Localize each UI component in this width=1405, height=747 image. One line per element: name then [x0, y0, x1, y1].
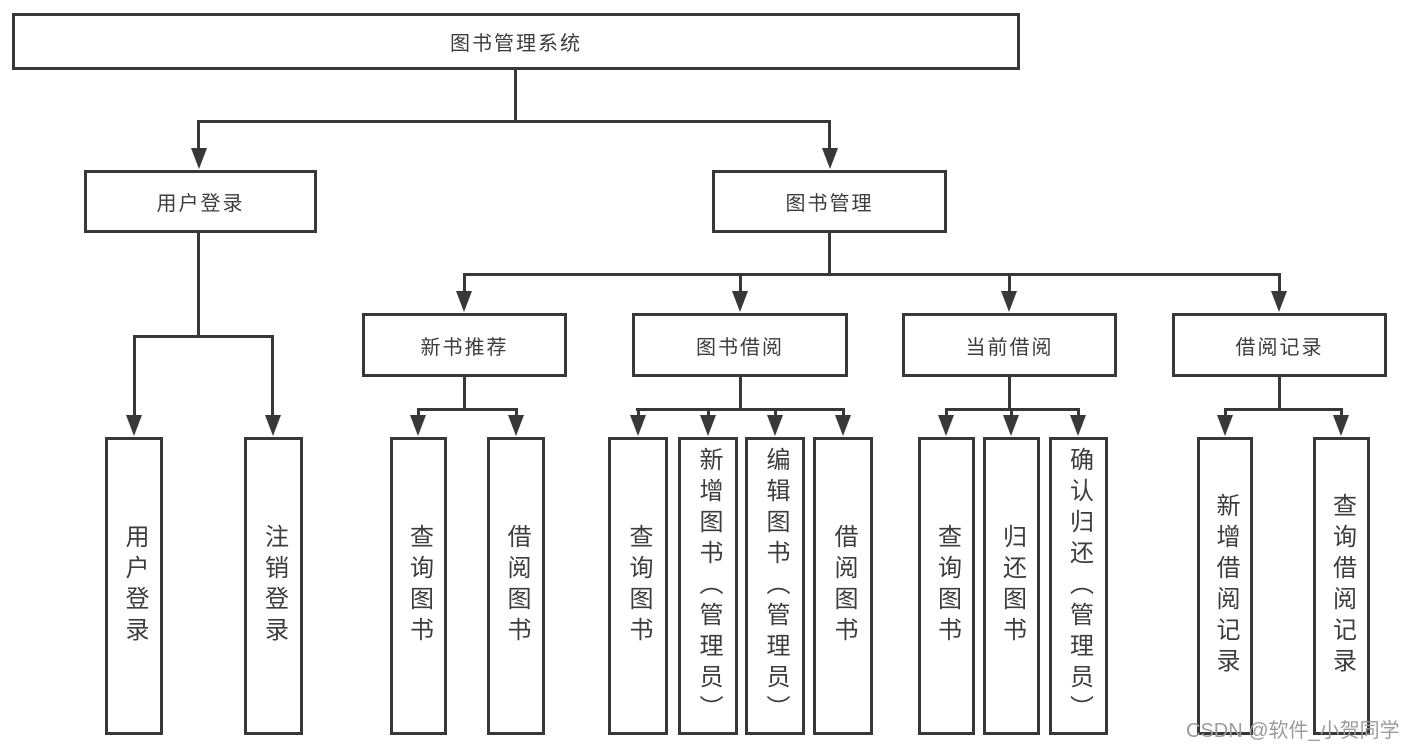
connector-stub: [463, 273, 466, 293]
arrow-down-icon: [508, 415, 524, 436]
arrow-down-icon: [767, 415, 783, 436]
node-label: 借阅记录: [1235, 336, 1324, 359]
leaf-query-borrow-record: 查询借阅记录: [1313, 437, 1370, 735]
arrow-down-icon: [938, 415, 954, 436]
node-label: 图书借阅: [696, 336, 784, 359]
arrow-down-icon: [1271, 291, 1287, 312]
connector-user-login-rail: [133, 335, 274, 338]
node-borrow-records: 借阅记录: [1172, 313, 1387, 377]
leaf-logout: 注销登录: [244, 437, 303, 735]
node-label: 图书管理: [785, 193, 874, 215]
leaf-query-books-current: 查询图书: [918, 437, 975, 735]
arrow-down-icon: [700, 415, 716, 436]
connector-level3-rail: [463, 273, 1280, 276]
node-label: 编辑图书（管理员）: [762, 446, 789, 726]
node-label: 借阅图书: [503, 524, 530, 648]
connector-stub: [1077, 408, 1080, 417]
node-book-borrow: 图书借阅: [632, 313, 848, 377]
connector-stub: [133, 335, 136, 417]
connector-rail: [1224, 408, 1343, 411]
connector-stub: [1010, 408, 1013, 417]
node-new-book-recommend: 新书推荐: [362, 313, 567, 377]
connector-root-stem: [514, 70, 517, 123]
connector-stem: [1278, 377, 1281, 410]
node-label: 用户登录: [121, 524, 148, 648]
arrow-down-icon: [630, 415, 646, 436]
arrow-down-icon: [1001, 291, 1017, 312]
connector-stub: [828, 120, 831, 152]
node-label: 图书管理系统: [450, 33, 582, 55]
node-label: 查询图书: [625, 524, 652, 648]
arrow-down-icon: [191, 148, 207, 169]
leaf-borrow-books: 借阅图书: [813, 437, 873, 735]
connector-stub: [637, 408, 640, 417]
node-label: 查询图书: [405, 524, 433, 648]
connector-stub: [1278, 273, 1281, 293]
connector-stem: [1008, 377, 1011, 410]
connector-rail: [636, 408, 844, 411]
connector-user-login-stem: [197, 233, 200, 337]
node-label: 用户登录: [156, 193, 245, 215]
connector-stub: [1008, 273, 1011, 293]
connector-book-mgmt-stem: [828, 233, 831, 275]
node-label: 注销登录: [260, 524, 288, 648]
node-label: 新书推荐: [420, 336, 509, 359]
arrow-down-icon: [265, 415, 281, 436]
connector-stub: [271, 335, 274, 417]
node-root: 图书管理系统: [12, 13, 1020, 70]
connector-level2-rail: [197, 120, 831, 123]
node-label: 确认归还（管理员）: [1065, 446, 1093, 726]
connector-stem: [463, 377, 466, 410]
arrow-down-icon: [456, 291, 472, 312]
connector-stub: [945, 408, 948, 417]
node-user-login: 用户登录: [84, 170, 317, 233]
leaf-user-login: 用户登录: [105, 437, 163, 735]
node-label: 当前借阅: [965, 336, 1054, 359]
node-label: 归还图书: [998, 524, 1026, 648]
arrow-down-icon: [732, 291, 748, 312]
connector-rail: [417, 408, 517, 411]
arrow-down-icon: [126, 415, 142, 436]
node-label: 新增图书（管理员）: [695, 446, 722, 726]
node-label: 查询借阅记录: [1328, 493, 1356, 679]
arrow-down-icon: [410, 415, 426, 436]
leaf-add-books-admin: 新增图书（管理员）: [678, 437, 738, 735]
arrow-down-icon: [822, 148, 838, 169]
node-current-borrow: 当前借阅: [902, 313, 1117, 377]
arrow-down-icon: [835, 415, 851, 436]
node-label: 查询图书: [933, 524, 961, 648]
arrow-down-icon: [1217, 415, 1233, 436]
connector-stub: [739, 273, 742, 293]
connector-stub: [1340, 408, 1343, 417]
leaf-add-borrow-record: 新增借阅记录: [1197, 437, 1253, 735]
node-label: 新增借阅记录: [1212, 493, 1239, 679]
connector-stub: [842, 408, 845, 417]
leaf-borrow-books-recommend: 借阅图书: [487, 437, 545, 735]
connector-stub: [515, 408, 518, 417]
csdn-watermark: CSDN @软件_小贺同学: [1186, 720, 1400, 742]
connector-stub: [417, 408, 420, 417]
connector-stub: [774, 408, 777, 417]
connector-stem: [739, 377, 742, 410]
leaf-query-books-borrow: 查询图书: [608, 437, 668, 735]
leaf-confirm-return-admin: 确认归还（管理员）: [1049, 437, 1108, 735]
arrow-down-icon: [1003, 415, 1019, 436]
leaf-query-books-recommend: 查询图书: [390, 437, 447, 735]
leaf-return-books: 归还图书: [983, 437, 1040, 735]
connector-stub: [197, 120, 200, 152]
connector-stub: [1224, 408, 1227, 417]
arrow-down-icon: [1070, 415, 1086, 436]
connector-stub: [707, 408, 710, 417]
node-book-management: 图书管理: [712, 170, 947, 233]
arrow-down-icon: [1333, 415, 1349, 436]
node-label: 借阅图书: [830, 524, 857, 648]
leaf-edit-books-admin: 编辑图书（管理员）: [745, 437, 805, 735]
